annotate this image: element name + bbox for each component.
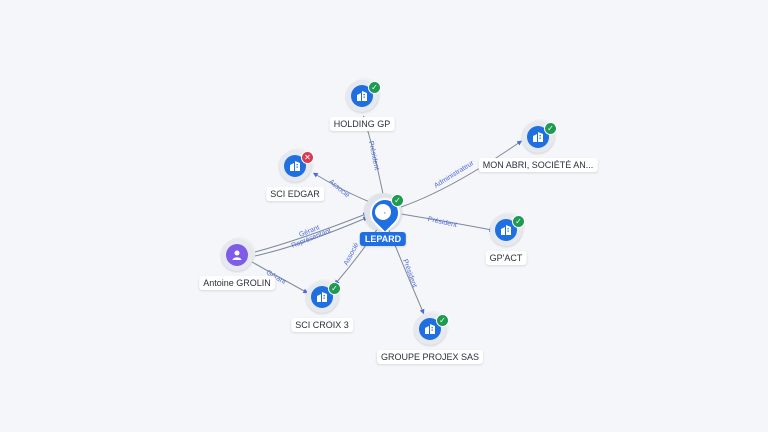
building-icon [351,85,373,107]
building-icon [284,155,306,177]
edge-center-edgar [312,172,371,203]
edge-label: Président [367,140,380,170]
verified-check-icon: ✓ [512,215,525,228]
closed-cross-icon: ✕ [301,151,314,164]
edge-center-gpact [400,213,495,232]
node-label: GP'ACT [485,251,527,265]
node-label: GROUPE PROJEX SAS [376,350,484,364]
edge-label: Président [401,258,418,288]
node-label: MON ABRI, SOCIÉTÉ AN... [478,158,598,172]
edge-label: Président [427,216,457,229]
edge-label: Associé [327,178,350,199]
verified-check-icon: ✓ [328,282,341,295]
edge-antoine-croix [251,261,309,294]
edge-antoine-center [254,216,369,257]
verified-check-icon: ✓ [436,314,449,327]
building-icon [495,219,517,241]
verified-check-icon: ✓ [544,122,557,135]
node-label: SCI CROIX 3 [291,318,353,332]
verified-check-icon: ✓ [391,194,404,207]
edge-antoine-center [254,212,369,253]
node-label: HOLDING GP [329,117,395,131]
person-icon [226,244,248,266]
node-label: SCI EDGAR [266,187,324,201]
building-icon [419,318,441,340]
building-icon [527,126,549,148]
building-icon [311,286,333,308]
edge-label: Associé [343,242,361,267]
node-label: Antoine GROLIN [199,276,275,290]
building-icon [375,204,391,220]
edge-center-monabri [400,140,523,208]
verified-check-icon: ✓ [368,81,381,94]
center-label: LEPARD [359,232,407,246]
